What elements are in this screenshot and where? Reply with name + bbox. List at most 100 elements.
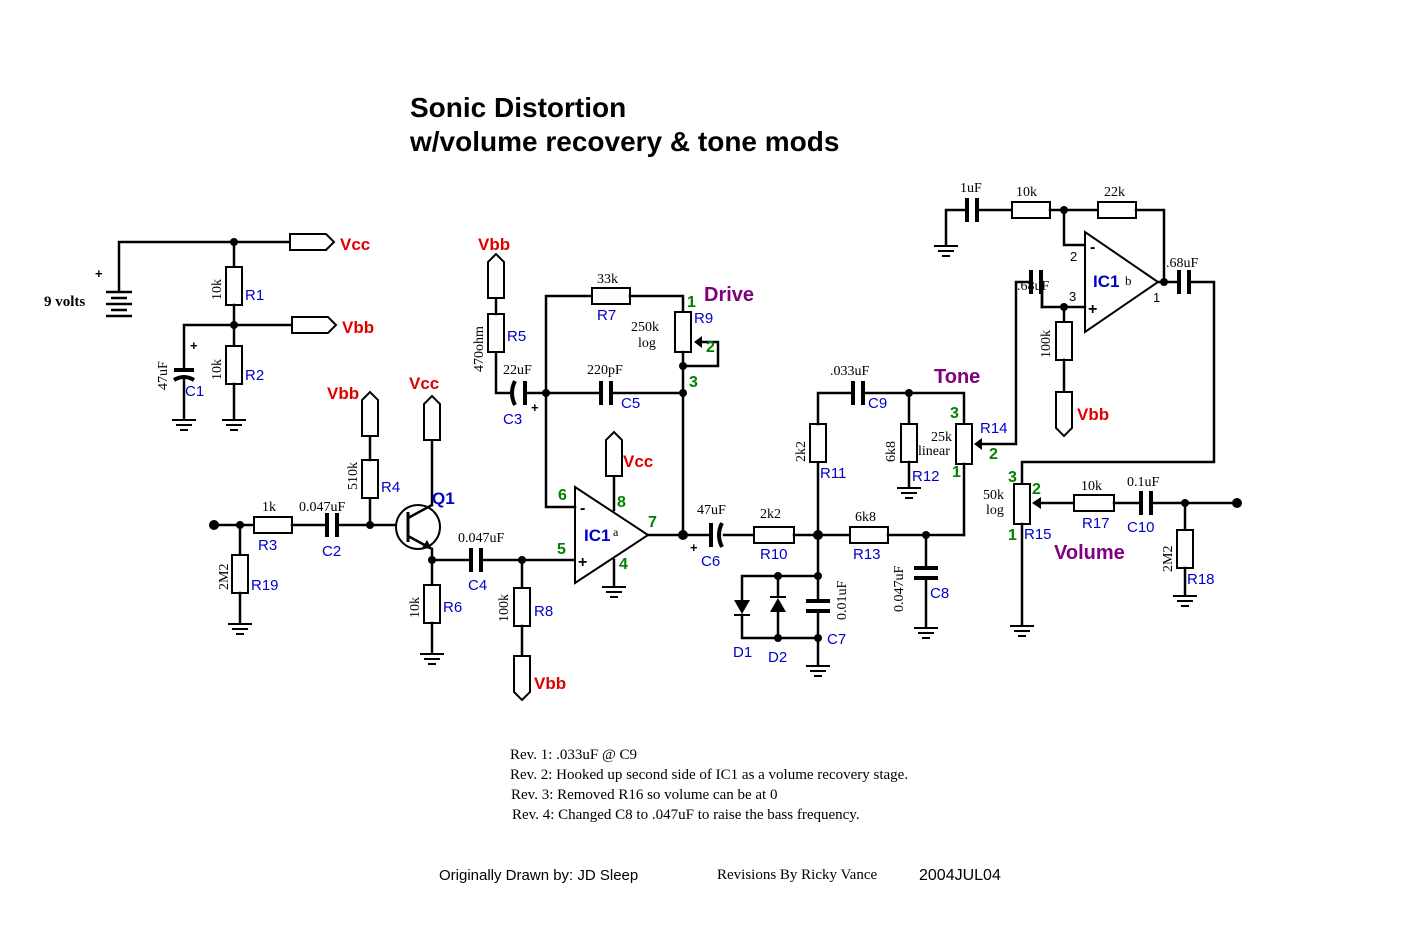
resistor-R19 <box>231 554 249 594</box>
revision-note-4: Rev. 4: Changed C8 to .047uF to raise th… <box>512 807 860 823</box>
resistor-R3 <box>253 516 293 534</box>
r9-value: 250k <box>631 320 659 335</box>
r18-value: 2M2 <box>1161 546 1176 572</box>
battery-label: 9 volts <box>44 294 85 310</box>
d2-ref: D2 <box>768 649 787 666</box>
fb-r2-value: 22k <box>1104 185 1125 200</box>
c10-value: 0.1uF <box>1127 475 1160 490</box>
vbb-flag-r5 <box>487 252 505 299</box>
credit-revisions: Revisions By Ricky Vance <box>717 867 877 883</box>
c9-value: .033uF <box>830 364 870 379</box>
ic1b-pin2: 2 <box>1070 249 1077 264</box>
input-buffer-stage <box>209 390 577 702</box>
r14-value: 25k <box>931 430 952 445</box>
ic1a-plus: + <box>578 554 587 571</box>
r14-taper: linear <box>918 444 950 459</box>
revision-note-2: Rev. 2: Hooked up second side of IC1 as … <box>510 767 908 783</box>
ic1a-pin4: 4 <box>619 556 628 573</box>
r17-ref: R17 <box>1082 515 1110 532</box>
c6-plus: + <box>690 540 698 555</box>
r14-ref: R14 <box>980 420 1008 437</box>
r1-ref: R1 <box>245 287 264 304</box>
c8-ref: C8 <box>930 585 949 602</box>
r15-pin1: 1 <box>1008 527 1017 544</box>
revision-note-3: Rev. 3: Removed R16 so volume can be at … <box>511 787 777 803</box>
r11-ref: R11 <box>820 465 846 482</box>
ic1a-pin8: 8 <box>617 494 626 511</box>
volume-stage <box>1009 483 1242 637</box>
r6-ref: R6 <box>443 599 462 616</box>
r13-value: 6k8 <box>855 510 876 525</box>
c6-ref: C6 <box>701 553 720 570</box>
r4-value: 510k <box>346 462 361 490</box>
r2-value: 10k <box>210 359 225 380</box>
r12-value: 6k8 <box>884 441 899 462</box>
c1-plus: + <box>190 338 198 353</box>
battery-plus: + <box>95 266 103 281</box>
diode-D2 <box>770 598 786 612</box>
vcc-flag <box>289 233 336 251</box>
r11-value: 2k2 <box>794 441 809 462</box>
r5-value: 470ohm <box>472 326 487 372</box>
c3-value: 22uF <box>503 363 532 378</box>
volume-label: Volume <box>1054 542 1125 564</box>
c2-ref: C2 <box>322 543 341 560</box>
resistor-fb-22k <box>1097 201 1137 219</box>
r14-pin2: 2 <box>989 446 998 463</box>
r5-ref: R5 <box>507 328 526 345</box>
out-cap-value: .68uF <box>1166 256 1199 271</box>
ic1a-pin7: 7 <box>648 514 657 531</box>
c10-ref: C10 <box>1127 519 1155 536</box>
resistor-R1 <box>225 266 243 306</box>
fb-cap-value: 1uF <box>960 181 982 196</box>
r10-ref: R10 <box>760 546 788 563</box>
vbb-flag <box>291 316 338 334</box>
c2-value: 0.047uF <box>299 500 346 515</box>
resistor-R12 <box>900 423 918 463</box>
r15-value: 50k <box>983 488 1004 503</box>
in-r-value: 100k <box>1039 330 1054 358</box>
r19-value: 2M2 <box>217 564 232 590</box>
tone-stage <box>709 280 1032 677</box>
r7-ref: R7 <box>597 307 616 324</box>
vbb-label-r4: Vbb <box>327 384 359 403</box>
r8-value: 100k <box>497 594 512 622</box>
r9-pin2: 2 <box>706 339 715 356</box>
r15-pin2: 2 <box>1032 481 1041 498</box>
q1-ref: Q1 <box>432 489 455 508</box>
title-line-2: w/volume recovery & tone mods <box>409 126 839 157</box>
vbb-label-supply: Vbb <box>342 318 374 337</box>
resistor-R18 <box>1176 529 1194 569</box>
title-line-1: Sonic Distortion <box>410 92 626 123</box>
drive-label: Drive <box>704 284 754 306</box>
resistor-R13 <box>849 526 889 544</box>
r4-ref: R4 <box>381 479 400 496</box>
diode-D1 <box>734 600 750 614</box>
c1-value: 47uF <box>156 361 171 390</box>
r19-ref: R19 <box>251 577 279 594</box>
vbb-label-ic1b: Vbb <box>1077 405 1109 424</box>
fb-r1-value: 10k <box>1016 185 1037 200</box>
resistor-R17 <box>1073 494 1115 512</box>
vcc-label-supply: Vcc <box>340 235 370 254</box>
c7-ref: C7 <box>827 631 846 648</box>
ic1b-minus: - <box>1090 239 1095 256</box>
pot-R9 <box>674 311 692 353</box>
tone-label: Tone <box>934 366 980 388</box>
r15-taper: log <box>986 503 1004 518</box>
ic1a-pin5: 5 <box>557 541 566 558</box>
vcc-label-ic1a: Vcc <box>623 452 653 471</box>
ic1a-name: IC1 <box>584 526 610 545</box>
r9-taper: log <box>638 336 656 351</box>
vcc-flag-ic1a <box>605 430 623 477</box>
resistor-R11 <box>809 423 827 463</box>
r18-ref: R18 <box>1187 571 1215 588</box>
resistor-R7 <box>591 287 631 305</box>
resistor-R10 <box>753 526 795 544</box>
c4-value: 0.047uF <box>458 531 505 546</box>
ic1a-pin6: 6 <box>558 487 567 504</box>
resistor-R6 <box>423 584 441 624</box>
ic1b-pin3: 3 <box>1069 289 1076 304</box>
r9-pin3: 3 <box>689 374 698 391</box>
resistor-R2 <box>225 345 243 385</box>
